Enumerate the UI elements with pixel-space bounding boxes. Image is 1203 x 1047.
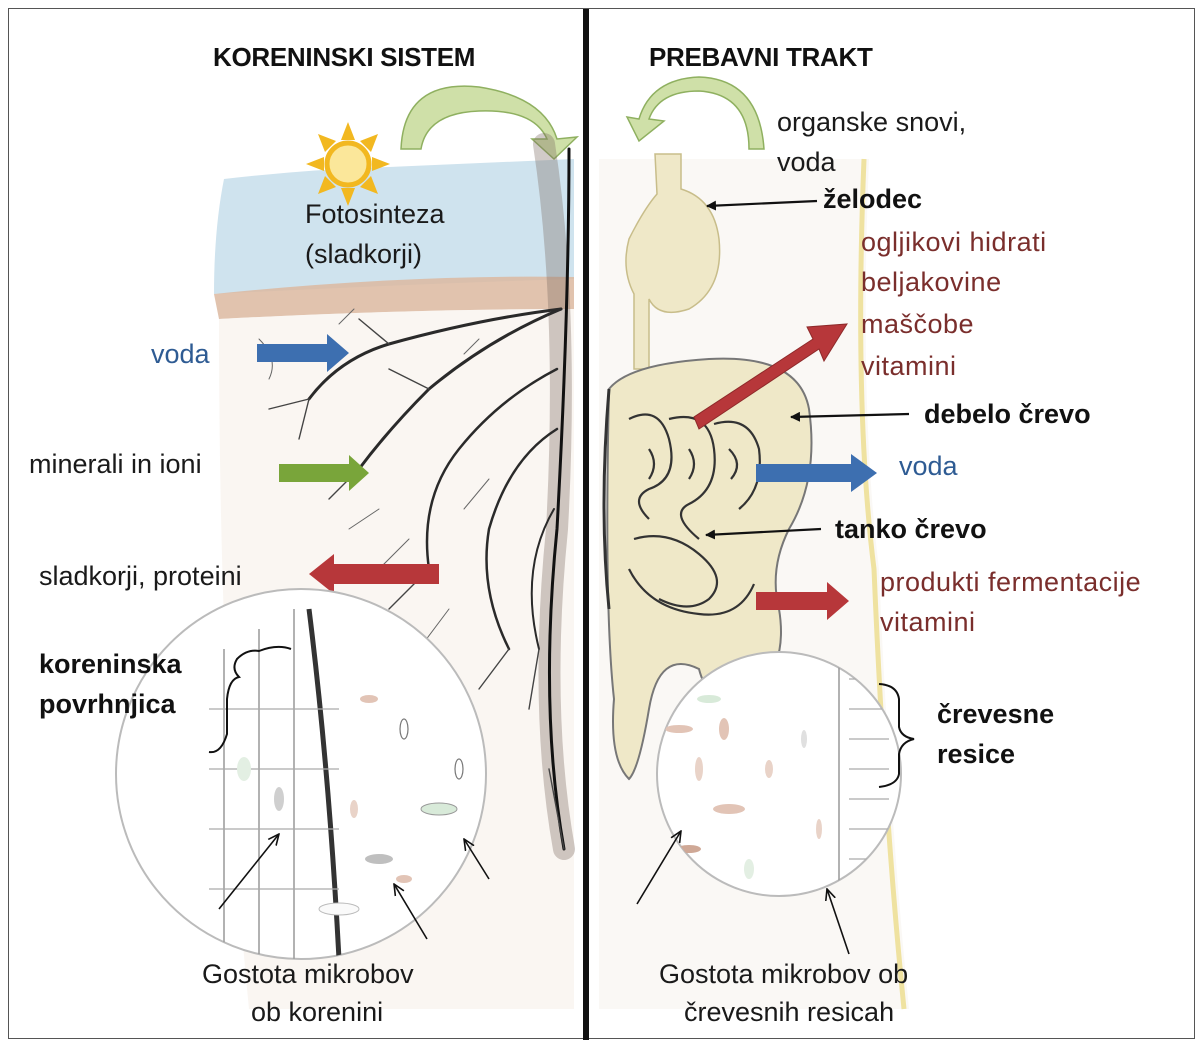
root-surface-label-1: koreninska bbox=[39, 649, 182, 681]
nutrient-label: beljakovine bbox=[861, 267, 1002, 299]
root-microbes-label-1: Gostota mikrobov bbox=[202, 959, 414, 991]
photosynthesis-label: Fotosinteza bbox=[305, 199, 445, 231]
villi-microbes-label-1: Gostota mikrobov ob bbox=[659, 959, 908, 991]
small-intestine-label: tanko črevo bbox=[835, 514, 987, 546]
diagram-artwork bbox=[9, 9, 1196, 1040]
fermentation-label-1: produkti fermentacije bbox=[880, 567, 1141, 599]
nutrient-label: ogljikovi hidrati bbox=[861, 227, 1047, 259]
water-label-left: voda bbox=[151, 339, 210, 371]
stomach-label: želodec bbox=[823, 184, 922, 216]
sun-icon bbox=[306, 122, 390, 206]
nutrient-label: vitamini bbox=[861, 351, 957, 383]
villi-microbes-label-2: črevesnih resicah bbox=[684, 997, 894, 1029]
nutrient-label: maščobe bbox=[861, 309, 974, 341]
water-label-right: voda bbox=[899, 451, 958, 483]
villi-label-2: resice bbox=[937, 739, 1015, 771]
organic-matter-label-2: voda bbox=[777, 147, 836, 179]
digestive-tract-title: PREBAVNI TRAKT bbox=[649, 42, 873, 73]
photosynthesis-sub-label: (sladkorji) bbox=[305, 239, 422, 271]
sugars-proteins-label: sladkorji, proteini bbox=[39, 561, 242, 593]
microscope-circle-icon bbox=[116, 589, 486, 959]
organic-matter-label-1: organske snovi, bbox=[777, 107, 966, 139]
root-system-title: KORENINSKI SISTEM bbox=[213, 42, 475, 73]
large-intestine-label: debelo črevo bbox=[924, 399, 1091, 431]
diagram-frame: KORENINSKI SISTEM Fotosinteza (sladkorji… bbox=[8, 8, 1195, 1039]
minerals-label: minerali in ioni bbox=[29, 449, 202, 481]
fermentation-label-2: vitamini bbox=[880, 607, 976, 639]
curved-arrow-icon bbox=[627, 77, 764, 149]
root-microbes-label-2: ob korenini bbox=[251, 997, 383, 1029]
villi-label-1: črevesne bbox=[937, 699, 1054, 731]
root-surface-label-2: povrhnjica bbox=[39, 689, 176, 721]
